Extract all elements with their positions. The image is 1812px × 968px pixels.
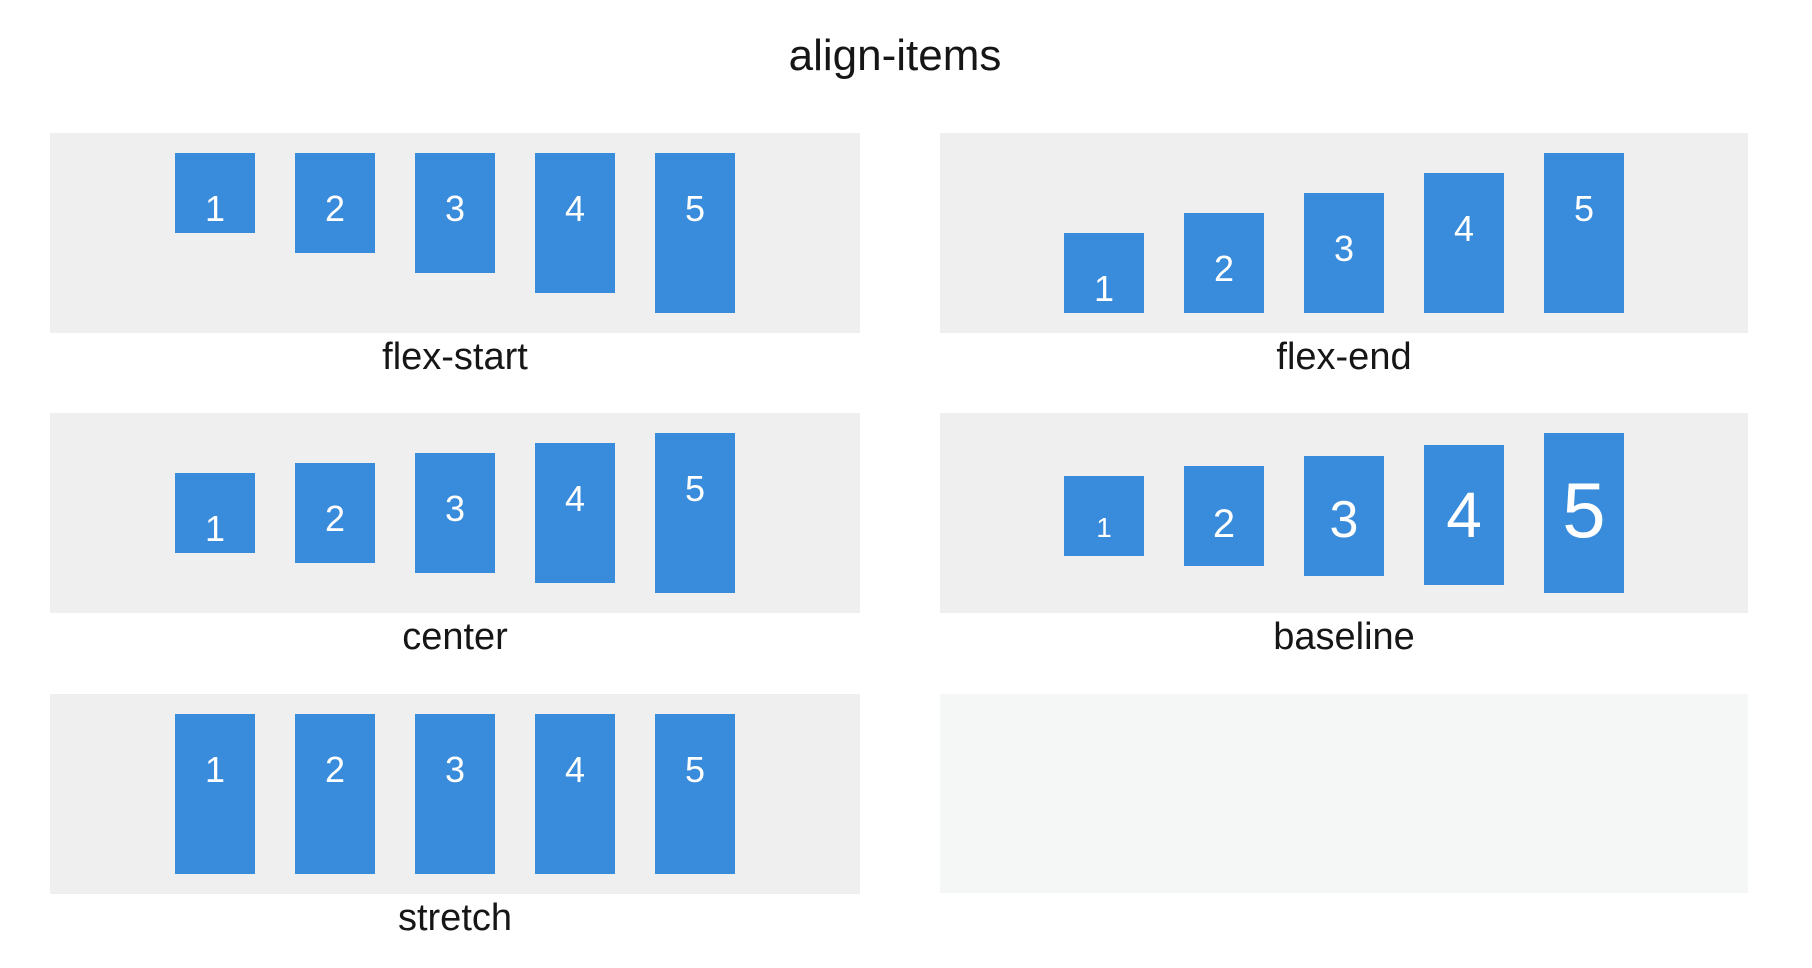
- flex-item-2: 2: [295, 463, 375, 563]
- flex-item-5: 5: [655, 714, 735, 874]
- flex-container-baseline: 1 2 3 4 5: [940, 413, 1748, 613]
- flex-item-4: 4: [1424, 173, 1504, 313]
- flex-container-empty: [940, 694, 1748, 893]
- flex-item-4: 4: [535, 714, 615, 874]
- flex-item-5: 5: [1544, 153, 1624, 313]
- example-stretch: 1 2 3 4 5 stretch: [50, 694, 860, 937]
- flex-container-center: 1 2 3 4 5: [50, 413, 860, 613]
- example-center: 1 2 3 4 5 center: [50, 413, 860, 656]
- flex-item-1: 1: [1064, 233, 1144, 313]
- flex-container-stretch: 1 2 3 4 5: [50, 694, 860, 894]
- example-flex-end: 1 2 3 4 5 flex-end: [940, 133, 1748, 376]
- flex-item-3: 3: [415, 153, 495, 273]
- flex-item-4: 4: [1424, 445, 1504, 585]
- alignment-label-stretch: stretch: [397, 897, 513, 939]
- flex-item-3: 3: [415, 714, 495, 874]
- flex-item-4: 4: [535, 443, 615, 583]
- example-flex-start: 1 2 3 4 5 flex-start: [50, 133, 860, 376]
- flex-item-2: 2: [295, 153, 375, 253]
- alignment-label-baseline: baseline: [1273, 616, 1415, 658]
- flex-container-flex-start: 1 2 3 4 5: [50, 133, 860, 333]
- flex-item-4: 4: [535, 153, 615, 293]
- flex-item-3: 3: [1304, 456, 1384, 576]
- flex-item-5: 5: [1544, 433, 1624, 593]
- flex-item-3: 3: [1304, 193, 1384, 313]
- example-baseline: 1 2 3 4 5 baseline: [940, 413, 1748, 656]
- flex-item-2: 2: [1184, 213, 1264, 313]
- flex-item-1: 1: [1064, 476, 1144, 556]
- alignment-label-flex-start: flex-start: [382, 336, 528, 378]
- flex-item-2: 2: [1184, 466, 1264, 566]
- alignment-label-flex-end: flex-end: [1276, 336, 1412, 378]
- example-empty: [940, 694, 1748, 893]
- flex-container-flex-end: 1 2 3 4 5: [940, 133, 1748, 333]
- flex-item-1: 1: [175, 153, 255, 233]
- flex-item-1: 1: [175, 473, 255, 553]
- flex-item-2: 2: [295, 714, 375, 874]
- page-title: align-items: [788, 31, 1002, 80]
- flex-item-5: 5: [655, 153, 735, 313]
- alignment-label-center: center: [402, 616, 508, 658]
- flex-item-1: 1: [175, 714, 255, 874]
- flex-item-5: 5: [655, 433, 735, 593]
- flex-item-3: 3: [415, 453, 495, 573]
